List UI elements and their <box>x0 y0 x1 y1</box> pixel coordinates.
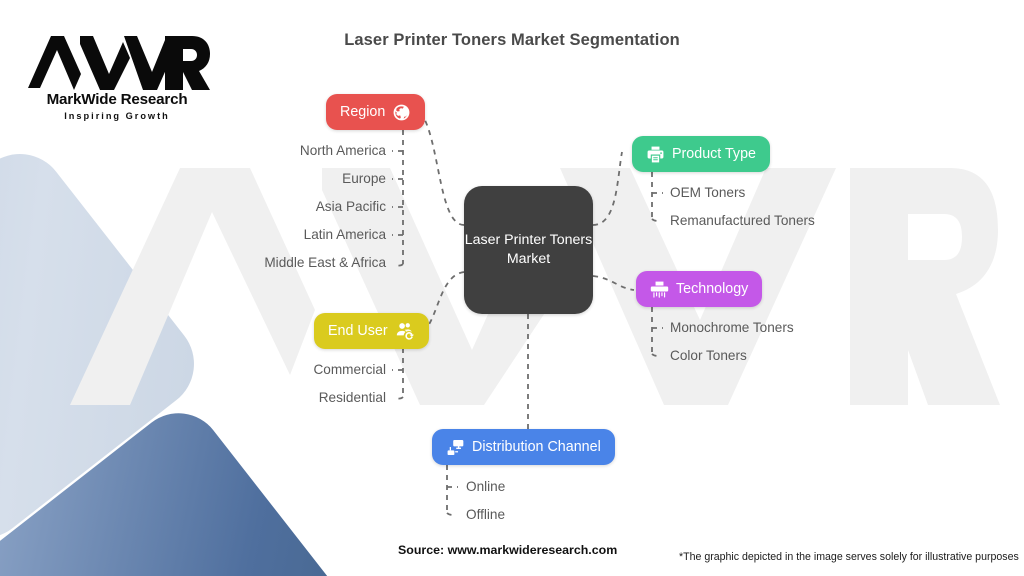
tick-region-last <box>393 263 404 267</box>
branch-badge-region[interactable]: Region <box>326 94 426 130</box>
leaf-region-0: North America <box>299 143 386 158</box>
branch-label-technology: Technology <box>676 281 749 297</box>
printer-icon <box>646 145 665 164</box>
connector-center-technology <box>592 275 635 291</box>
center-node-label: Laser Printer Toners Market <box>464 232 593 267</box>
leaf-region-4: Middle East & Africa <box>264 255 386 270</box>
logo-company-name: MarkWide Research <box>46 91 188 108</box>
branch-label-distribution-channel: Distribution Channel <box>472 439 601 455</box>
branch-badge-end-user[interactable]: End User <box>314 313 429 349</box>
connector-center-end-user <box>423 271 465 332</box>
center-node: Laser Printer Toners Market <box>464 186 593 314</box>
leaf-distribution-0: Online <box>466 479 506 494</box>
source-attribution: Source: www.markwideresearch.com <box>398 543 618 557</box>
logo-mwr-icon <box>28 36 210 90</box>
logo-tagline: Inspiring Growth <box>64 111 170 121</box>
users-icon <box>395 321 415 341</box>
tick-product-type-last <box>651 218 662 222</box>
leaf-region-1: Europe <box>342 171 386 186</box>
brand-logo: MarkWide Research Inspiring Growth <box>24 34 210 122</box>
branch-label-end-user: End User <box>328 323 388 339</box>
leaf-distribution-1: Offline <box>466 507 506 522</box>
leaf-end-user-0: Commercial <box>313 362 386 377</box>
leaf-product-type-1: Remanufactured Toners <box>670 213 815 228</box>
branch-label-product-type: Product Type <box>672 146 756 162</box>
globe-icon <box>392 103 411 122</box>
branch-label-region: Region <box>340 104 386 120</box>
decorative-shape-dark-blue <box>0 395 359 576</box>
branch-badge-technology[interactable]: Technology <box>636 271 763 307</box>
connector-center-product-type <box>592 151 623 226</box>
connector-center-region <box>423 117 465 226</box>
tick-technology-last <box>651 353 662 357</box>
branch-badge-distribution-channel[interactable]: Distribution Channel <box>432 429 615 465</box>
tick-distribution-last <box>446 512 457 516</box>
branch-badge-product-type[interactable]: Product Type <box>632 136 770 172</box>
leaf-region-2: Asia Pacific <box>315 199 386 214</box>
tick-end-user-last <box>393 396 404 400</box>
sitemap-icon <box>446 438 465 457</box>
leaf-product-type-0: OEM Toners <box>670 185 746 200</box>
leaf-technology-1: Color Toners <box>670 348 747 363</box>
page-title: Laser Printer Toners Market Segmentation <box>344 31 680 49</box>
disclaimer-note: *The graphic depicted in the image serve… <box>679 551 1019 563</box>
shredder-icon <box>650 280 669 299</box>
leaf-region-3: Latin America <box>303 227 386 242</box>
leaf-end-user-1: Residential <box>318 390 386 405</box>
ticks-region <box>392 150 403 236</box>
leaf-technology-0: Monochrome Toners <box>670 320 794 335</box>
